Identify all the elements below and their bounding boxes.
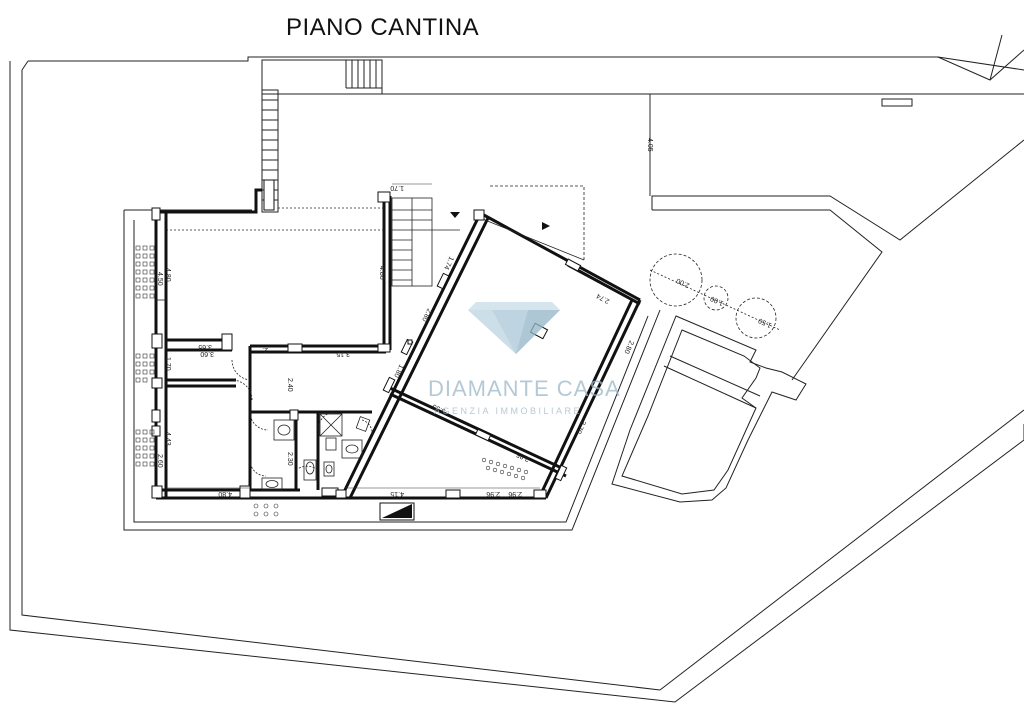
wine-racks <box>135 245 529 517</box>
garden-circles <box>649 253 781 339</box>
dim-left-room3-b: 2.60 <box>156 454 163 468</box>
dim-circle-3: 1.50 <box>757 316 772 328</box>
lot-boundary <box>9 34 1024 703</box>
top-steps <box>261 59 383 95</box>
dim-left-room1-a: 4.80 <box>164 268 171 282</box>
dim-main-right-a: 2.80 <box>622 339 634 354</box>
dimension-lines <box>166 94 651 489</box>
cellar-walls <box>154 188 642 500</box>
dim-bottom-left: 4.80 <box>218 490 232 497</box>
dim-corridor-width: 3.65 <box>198 343 212 350</box>
internal-stair <box>391 197 460 287</box>
right-boundary <box>649 94 1024 381</box>
dim-diag-mid: 2.80 <box>420 307 432 322</box>
dim-left-room2-a: 1.70 <box>164 357 171 371</box>
doors <box>231 359 373 477</box>
pool <box>611 315 807 503</box>
dim-main-top-right: 2.74 <box>596 292 611 305</box>
dim-top-right-vertical: 4.05 <box>646 138 653 152</box>
diamond-logo <box>468 302 560 354</box>
dimension-labels: 4.05 1.70 4.80 4.80 4.50 1.70 4.43 2.60 … <box>156 138 773 497</box>
dim-left-room1-b: 4.50 <box>156 272 163 286</box>
dim-corridor-door: 2. <box>262 346 268 353</box>
dim-bottom-right: 2.96 <box>486 490 500 497</box>
interior-lines <box>156 185 585 301</box>
dim-circle-2: 1.00 <box>709 294 724 306</box>
dim-stair-depth: 4.80 <box>378 266 385 280</box>
dim-hall-vertical: 2.40 <box>286 378 293 392</box>
bathroom-fixtures <box>261 413 371 491</box>
dim-bottom-right2: 2.96 <box>508 490 522 497</box>
watermark-brand: DIAMANTE CASA <box>428 376 621 401</box>
building-perimeter <box>123 209 661 531</box>
watermark-tagline: AGENZIA IMMOBILIARE <box>434 406 582 416</box>
dim-bottom-mid: 4.15 <box>390 490 404 497</box>
columns <box>151 179 582 499</box>
dim-stair-width: 1.70 <box>390 184 404 191</box>
dim-diag-low: 1.80 <box>392 363 404 378</box>
dim-bath-vertical: 2.30 <box>286 452 293 466</box>
dim-corridor-small: 3.60 <box>200 350 214 357</box>
plan-title: PIANO CANTINA <box>286 14 480 41</box>
dim-left-room3-a: 4.43 <box>164 432 171 446</box>
watermark: DIAMANTE CASA AGENZIA IMMOBILIARE <box>428 302 621 416</box>
dim-corridor-mid: 3.15 <box>336 350 350 357</box>
direction-markers <box>379 212 550 521</box>
dim-circle-1: 2.00 <box>675 276 690 288</box>
